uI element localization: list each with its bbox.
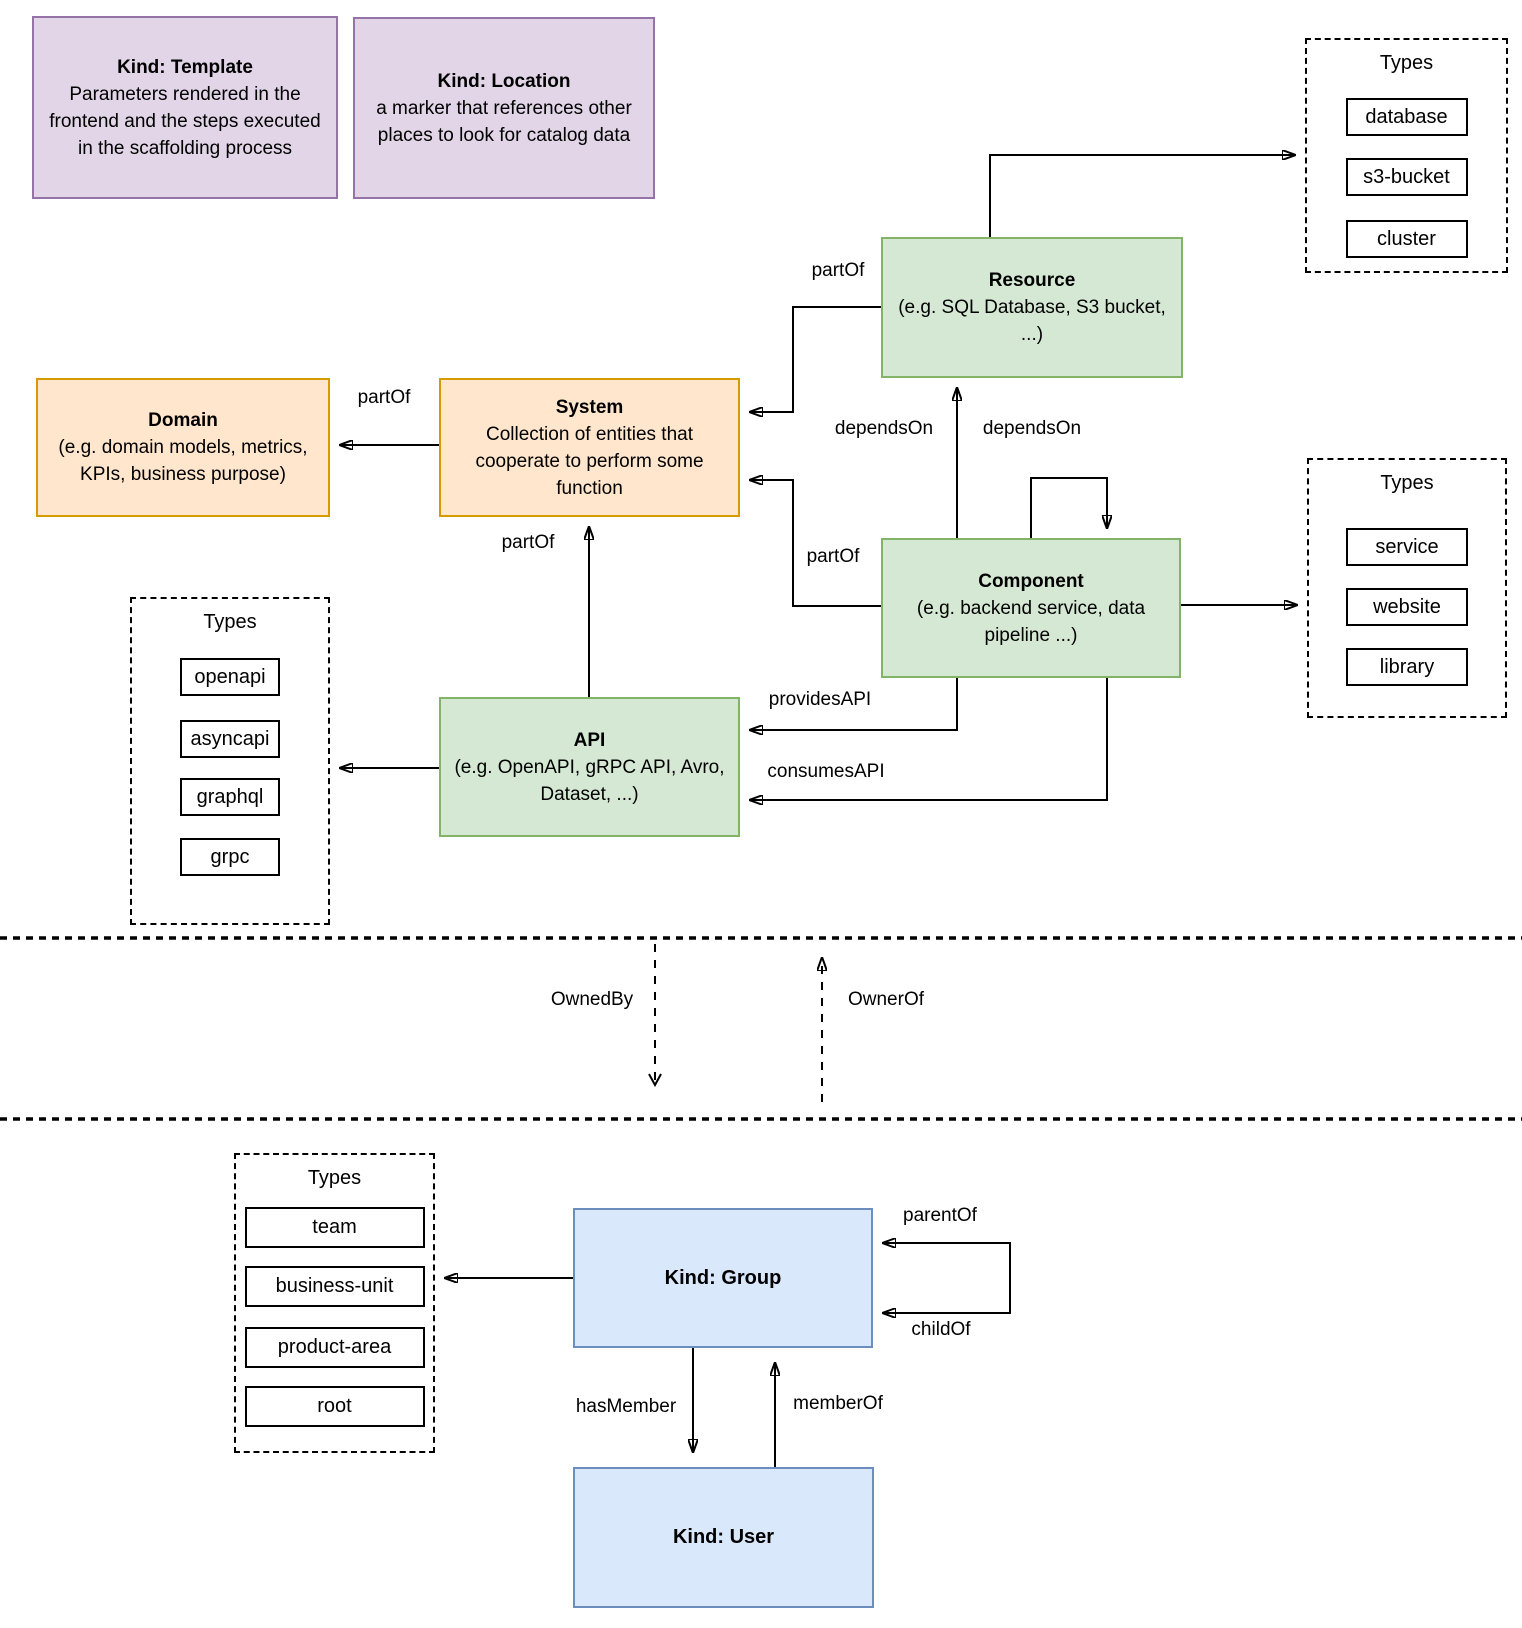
- type-item: library: [1346, 648, 1468, 686]
- types-panel-title: Types: [307, 1167, 362, 1189]
- node-title: Kind: Location: [437, 70, 571, 92]
- types-panel-api: Types openapi asyncapi graphql grpc: [130, 597, 330, 925]
- edge-label-memberof: memberOf: [789, 1393, 887, 1415]
- type-item: grpc: [180, 838, 280, 876]
- node-api: API (e.g. OpenAPI, gRPC API, Avro, Datas…: [439, 697, 740, 837]
- edge-label-partof: partOf: [802, 546, 864, 568]
- node-kind-location: Kind: Location a marker that references …: [353, 17, 655, 199]
- edge-component-partof-system: [750, 480, 881, 607]
- type-item: cluster: [1345, 220, 1468, 258]
- type-item: s3-bucket: [1345, 158, 1468, 196]
- node-title: Resource: [988, 270, 1076, 291]
- node-description: (e.g. OpenAPI, gRPC API, Avro, Dataset, …: [454, 756, 725, 805]
- type-item: graphql: [180, 778, 280, 816]
- node-title: API: [573, 729, 606, 751]
- type-item: database: [1345, 98, 1468, 136]
- node-resource: Resource (e.g. SQL Database, S3 bucket, …: [881, 237, 1183, 378]
- edge-label-partof: partOf: [807, 260, 869, 282]
- edge-label-consumesapi: consumesAPI: [763, 761, 889, 783]
- edge-label-ownerof: OwnerOf: [843, 989, 929, 1011]
- types-panel-title: Types: [1379, 52, 1434, 74]
- type-item: root: [244, 1386, 425, 1427]
- node-description: Parameters rendered in the frontend and …: [49, 83, 321, 159]
- edge-label-hasmember: hasMember: [571, 1396, 681, 1418]
- types-panel-title: Types: [1380, 472, 1434, 494]
- edge-label-ownedby: OwnedBy: [546, 989, 638, 1011]
- edge-resource-partof-system: [750, 306, 881, 412]
- node-description: Collection of entities that cooperate to…: [475, 423, 704, 499]
- node-description: a marker that references other places to…: [376, 97, 632, 146]
- node-title: Kind: Group: [664, 1266, 782, 1289]
- type-item: openapi: [180, 658, 280, 696]
- types-panel-component: Types service website library: [1307, 458, 1507, 718]
- edge-label-partof: partOf: [353, 387, 415, 409]
- type-item: product-area: [244, 1327, 425, 1368]
- node-title: System: [555, 396, 624, 418]
- type-item: website: [1346, 588, 1468, 626]
- node-description: (e.g. domain models, metrics, KPIs, busi…: [58, 437, 308, 485]
- type-item: service: [1346, 528, 1468, 566]
- types-panel-title: Types: [203, 611, 257, 633]
- node-component: Component (e.g. backend service, data pi…: [881, 538, 1181, 678]
- node-description: (e.g. SQL Database, S3 bucket, ...): [898, 297, 1166, 345]
- edge-label-dependson: dependsOn: [830, 418, 938, 440]
- node-title: Domain: [148, 410, 218, 431]
- edge-label-childof: childOf: [907, 1319, 975, 1341]
- type-item: business-unit: [244, 1266, 425, 1307]
- node-kind-group: Kind: Group: [573, 1208, 873, 1348]
- types-panel-group: Types team business-unit product-area ro…: [234, 1153, 435, 1453]
- edge-label-partof: partOf: [497, 532, 559, 554]
- node-description: (e.g. backend service, data pipeline ...…: [916, 597, 1146, 646]
- edge-resource-to-types: [989, 155, 1295, 237]
- edge-component-dependson-self: [1030, 477, 1107, 538]
- node-kind-template: Kind: Template Parameters rendered in th…: [32, 16, 338, 199]
- node-title: Component: [978, 570, 1084, 592]
- edge-label-dependson: dependsOn: [978, 418, 1086, 440]
- node-title: Kind: Template: [117, 56, 253, 78]
- type-item: team: [244, 1207, 425, 1248]
- types-panel-resource: Types database s3-bucket cluster: [1305, 38, 1508, 273]
- edge-group-parentof-childof-loop: [883, 1243, 1011, 1313]
- edge-label-providesapi: providesAPI: [764, 689, 876, 711]
- node-title: Kind: User: [672, 1526, 775, 1548]
- node-kind-user: Kind: User: [573, 1467, 874, 1608]
- type-item: asyncapi: [180, 720, 280, 758]
- edge-label-parentof: parentOf: [899, 1205, 981, 1227]
- node-system: System Collection of entities that coope…: [439, 378, 740, 517]
- node-domain: Domain (e.g. domain models, metrics, KPI…: [36, 378, 330, 517]
